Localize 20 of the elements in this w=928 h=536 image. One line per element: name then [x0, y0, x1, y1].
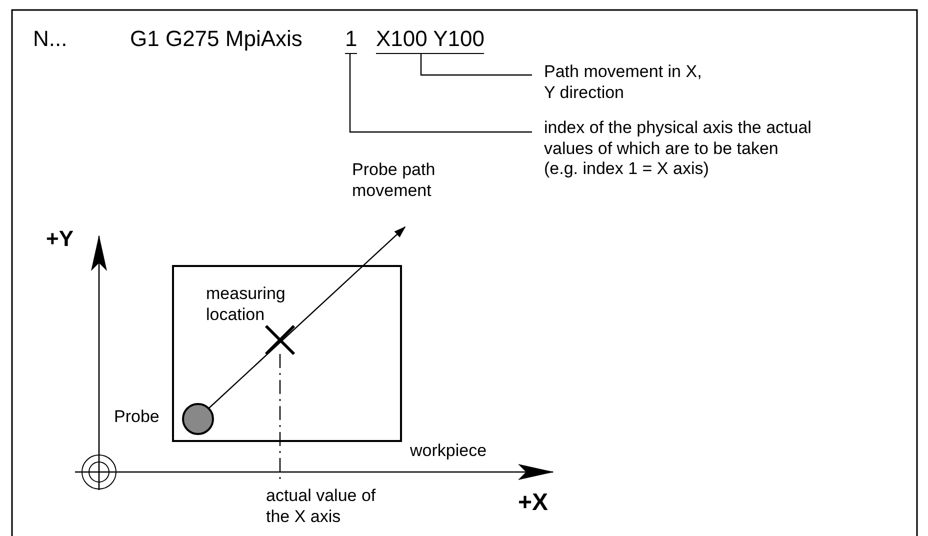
dash-dot-line	[279, 354, 281, 482]
annotation-text: index of the physical axis the actual values of which are to be taken (e.g. index 1 = X axis)	[544, 118, 814, 180]
code-text: G1 G275 MpiAxis	[130, 26, 302, 53]
cross-mark	[264, 324, 296, 356]
axis-label: +Y	[46, 226, 74, 253]
edge-label: Probe path movement	[352, 160, 436, 202]
probe-ball	[182, 403, 214, 435]
part-label: workpiece	[410, 441, 487, 462]
code-text: N...	[33, 26, 68, 53]
leader-line	[349, 54, 532, 133]
annotation-text: Path movement in X, Y direction	[544, 62, 704, 104]
point-label: measuring location	[206, 284, 286, 326]
leader-line	[420, 54, 532, 76]
code-word: X100 Y100	[376, 26, 484, 54]
axis-label: +X	[518, 488, 548, 518]
part-label: Probe	[114, 407, 160, 428]
workpiece-rectangle	[172, 265, 402, 442]
arrow	[208, 226, 406, 410]
annotation-text: actual value of the X axis	[266, 486, 376, 528]
code-word: 1	[345, 26, 358, 54]
